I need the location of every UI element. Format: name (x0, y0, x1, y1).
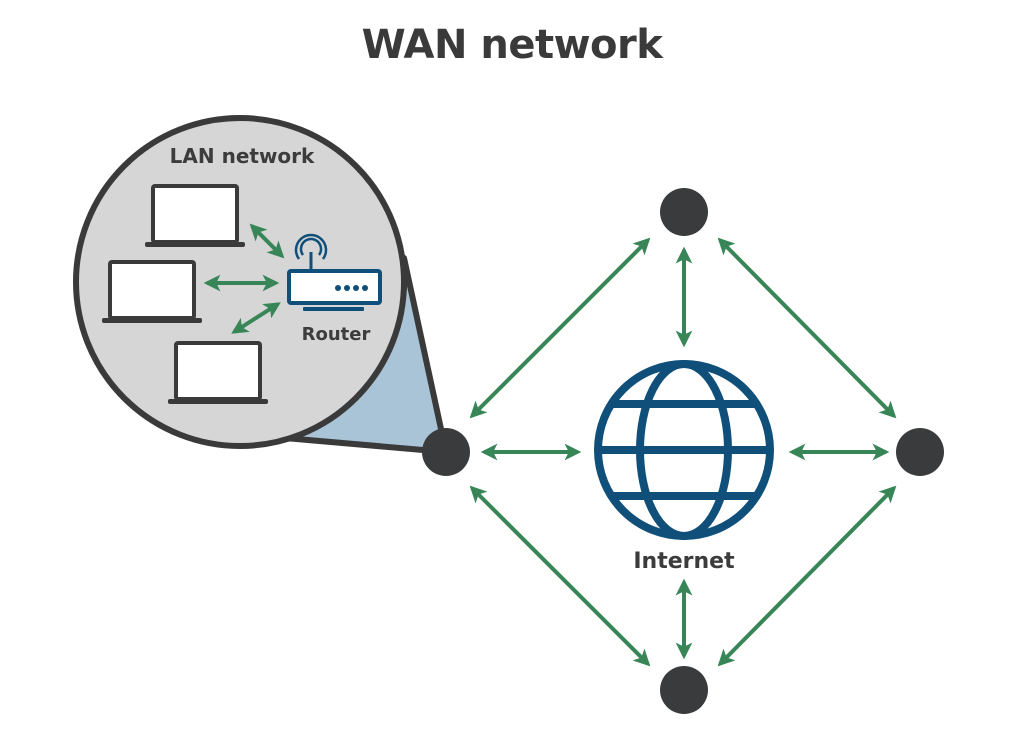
router-icon (287, 233, 382, 311)
wan-link-arrow (469, 485, 651, 667)
wan-link-arrow (717, 485, 897, 667)
wan-node-bottom[interactable] (660, 666, 708, 714)
laptop-icon (145, 184, 245, 247)
lan-link-arrow (249, 223, 285, 259)
globe-icon (594, 360, 774, 540)
wan-links (469, 237, 897, 667)
wan-node-right[interactable] (896, 428, 944, 476)
laptop-icon (168, 341, 268, 404)
diagram-title: WAN network (361, 22, 663, 68)
wan-node-top[interactable] (660, 188, 708, 236)
wan-link-arrow (469, 237, 651, 419)
lan-link-arrow (231, 302, 281, 334)
lan-label: LAN network (170, 144, 315, 168)
lan-network-bubble: LAN network Router (73, 115, 407, 449)
wan-node-left[interactable] (422, 428, 470, 476)
router-label: Router (302, 324, 371, 345)
laptop-icon (102, 260, 202, 323)
internet-label: Internet (633, 549, 735, 574)
wan-link-arrow (717, 237, 897, 419)
